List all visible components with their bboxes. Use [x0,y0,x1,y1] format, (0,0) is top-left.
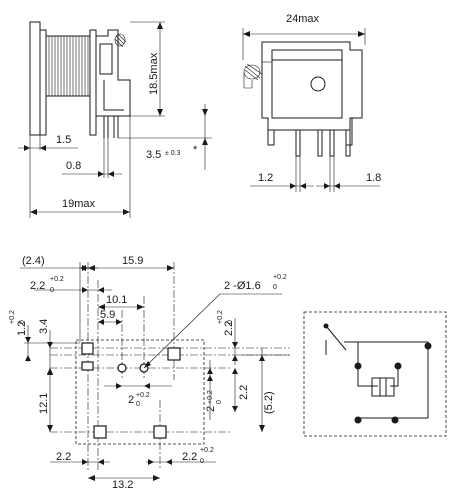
armature-pivot [310,76,326,92]
svg-text:0: 0 [216,400,223,404]
dim-22-bl-label: 2.2 [56,451,71,463]
front-pin-4 [345,129,351,157]
pcb-outline [75,339,205,445]
circuit-schematic [303,311,447,437]
dim-34-label: 3.4 [38,319,50,334]
coil-symbol [371,377,395,397]
svg-text:0: 0 [19,320,26,324]
height-label: 18.5max [148,52,160,95]
front-width-label: 24max [286,13,320,25]
dim-2-mid-label: 2 [128,394,134,406]
dim-2-right-label: 2 [205,406,217,412]
node-3 [394,362,402,370]
pad-coil-1 [81,342,94,355]
dim-59-label: 5.9 [100,309,115,321]
svg-text:0: 0 [273,284,277,291]
svg-text:0: 0 [227,320,234,324]
spring [114,33,127,48]
pad-nc [93,425,107,439]
pin-length-label: 3.5 [146,149,161,161]
node-1 [424,342,432,350]
pad-coil-2 [81,361,94,371]
pcb-layout: (2.4) 15.9 2.2 +0.2 0 10.1 5.9 2 -Ø1.6 +… [9,255,290,491]
svg-text:0: 0 [136,401,140,408]
coil-frame [29,21,41,136]
node-4 [354,416,362,424]
hole-note-label: 2 -Ø1.6 [224,280,261,292]
dim-121-label: 12.1 [38,393,50,414]
svg-text:+0.2: +0.2 [50,276,64,283]
side-view: 18.5max 3.5 ± 0.3 * 1.5 0.8 19max [18,21,212,218]
pad-com [167,347,181,361]
dim-22-right-top-label: 2.2 [223,321,235,336]
coil-winding [45,35,91,97]
dim-22-br-label: 2.2 [182,451,197,463]
hole-leader [143,293,221,369]
dim-22-right-label: 2.2 [238,385,250,400]
front-left-pin-label: 1.2 [258,172,273,184]
svg-text:+0.2: +0.2 [207,390,214,404]
hole-1 [117,363,127,373]
schematic-outline [303,311,447,437]
dim-159-label: 15.9 [122,255,143,267]
front-right-pin-label: 1.8 [366,172,381,184]
svg-text:+0.2: +0.2 [217,310,224,324]
wire-com [344,341,429,418]
pad-no [153,425,167,439]
svg-text:0: 0 [50,287,54,294]
pin-width-label: 0.8 [66,160,81,172]
dim-101-label: 10.1 [106,294,127,306]
dim-52-label: (5.2) [263,391,275,414]
contact-assembly [95,29,131,117]
svg-text:0: 0 [200,458,204,465]
svg-text:± 0.3: ± 0.3 [165,150,181,157]
front-pin-3 [329,129,335,157]
node-5 [391,416,399,424]
node-2 [354,362,362,370]
width-label: 19max [62,198,96,210]
front-pin-2 [317,129,323,157]
front-pin-1 [295,129,301,157]
offset-24-label: (2.4) [22,255,45,267]
switch-arm [325,325,347,351]
svg-text:*: * [193,144,198,156]
dim-22-top-label: 2.2 [30,280,45,292]
relay-body [261,41,363,131]
front-view: 24max 1.2 [242,13,381,192]
svg-text:+0.2: +0.2 [273,274,287,281]
svg-text:+0.2: +0.2 [200,447,214,454]
dim-12-label: 1.2 [16,321,28,336]
front-spring [243,61,272,89]
svg-text:+0.2: +0.2 [136,392,150,399]
leg-offset-label: 1.5 [56,134,71,146]
svg-text:+0.2: +0.2 [9,310,16,324]
dim-132-label: 13.2 [112,479,133,491]
